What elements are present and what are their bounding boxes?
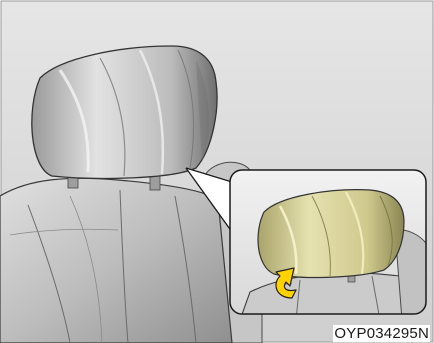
figure-code-label: OYP034295N (333, 325, 430, 342)
headrest-grey (32, 46, 217, 178)
seat-back (0, 178, 232, 343)
headrest-highlighted (258, 190, 404, 278)
inset-detail (230, 170, 430, 320)
